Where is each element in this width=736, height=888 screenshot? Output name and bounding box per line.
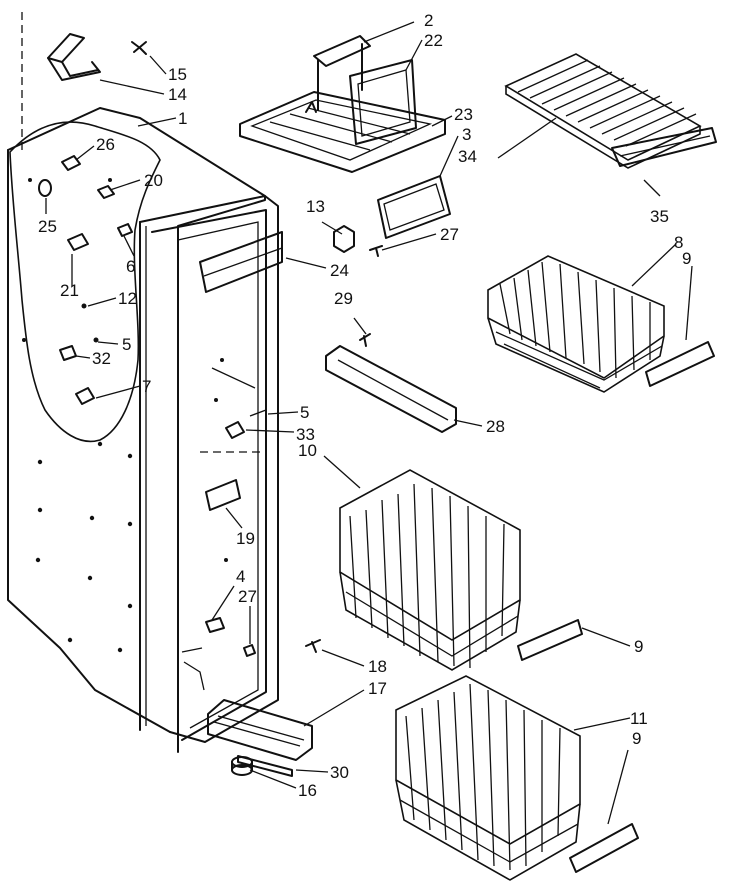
- label-11: 11: [630, 709, 648, 728]
- light-socket-part-26: [61, 155, 81, 171]
- screw-part-27a: [369, 245, 383, 257]
- screw-part-18: [305, 639, 321, 653]
- part-labels: 1 2 22 23 3 34 35 15 14 26 20 25 6 21 12…: [38, 11, 691, 800]
- label-22: 22: [424, 31, 443, 50]
- label-30: 30: [330, 763, 349, 782]
- label-5a: 5: [122, 335, 131, 354]
- rail-part-35: [611, 127, 717, 167]
- damper-part-30: [237, 755, 293, 777]
- clip-part-13: [333, 225, 355, 253]
- basket-part-8: [487, 255, 665, 393]
- screw-part-15: [131, 41, 147, 55]
- label-14: 14: [168, 85, 187, 104]
- label-9a: 9: [682, 249, 691, 268]
- label-28: 28: [486, 417, 505, 436]
- switch-part-20: [97, 185, 115, 199]
- bracket-part-33: [225, 421, 245, 439]
- screw-part-27b: [243, 644, 256, 657]
- liner-components: [38, 155, 283, 657]
- rail-part-28: [325, 333, 457, 433]
- label-12: 12: [118, 289, 137, 308]
- label-16: 16: [298, 781, 317, 800]
- bracket-part-4: [205, 617, 225, 633]
- label-27a: 27: [440, 225, 459, 244]
- thermostat-part-21: [67, 233, 89, 251]
- label-7: 7: [142, 377, 151, 396]
- label-2: 2: [424, 11, 433, 30]
- label-18: 18: [368, 657, 387, 676]
- label-9c: 9: [632, 729, 641, 748]
- rail-part-9b: [517, 619, 583, 661]
- label-34: 34: [458, 147, 477, 166]
- leader-lines: [45, 21, 693, 825]
- air-diffuser-part-24: [199, 231, 283, 293]
- label-17: 17: [368, 679, 387, 698]
- label-26: 26: [96, 135, 115, 154]
- label-19: 19: [236, 529, 255, 548]
- label-15: 15: [168, 65, 187, 84]
- cover-part-3: [377, 175, 451, 239]
- basket-part-11: [395, 675, 581, 881]
- label-29: 29: [334, 289, 353, 308]
- front-part-22: [349, 59, 417, 145]
- label-6: 6: [126, 257, 135, 276]
- ice-tray-assembly: [239, 35, 451, 239]
- label-8: 8: [674, 233, 683, 252]
- bracket-part-6: [117, 223, 133, 237]
- label-1: 1: [178, 109, 187, 128]
- label-24: 24: [330, 261, 349, 280]
- label-5b: 5: [300, 403, 309, 422]
- label-27b: 27: [238, 587, 257, 606]
- foot-part-16: [231, 756, 253, 776]
- label-4: 4: [236, 567, 245, 586]
- label-25: 25: [38, 217, 57, 236]
- freezer-liner: [7, 12, 279, 753]
- grille-part-17: [207, 699, 313, 761]
- label-13: 13: [306, 197, 325, 216]
- basket-part-10: [339, 469, 521, 671]
- label-3: 3: [462, 125, 471, 144]
- bracket-part-2: [313, 35, 371, 67]
- handle-part-14: [47, 33, 101, 81]
- label-10: 10: [298, 441, 317, 460]
- clip-part-32: [59, 345, 77, 361]
- damper-part-7: [75, 387, 95, 405]
- label-20: 20: [144, 171, 163, 190]
- label-9b: 9: [634, 637, 643, 656]
- label-33: 33: [296, 425, 315, 444]
- shelf-stop-part-19: [205, 479, 241, 511]
- rail-part-9c: [569, 823, 639, 873]
- label-32: 32: [92, 349, 111, 368]
- label-21: 21: [60, 281, 79, 300]
- rail-part-9a: [645, 341, 715, 387]
- label-35: 35: [650, 207, 669, 226]
- wire-shelf-part-34: [504, 53, 702, 169]
- light-bulb-part-25: [38, 179, 52, 197]
- label-23: 23: [454, 105, 473, 124]
